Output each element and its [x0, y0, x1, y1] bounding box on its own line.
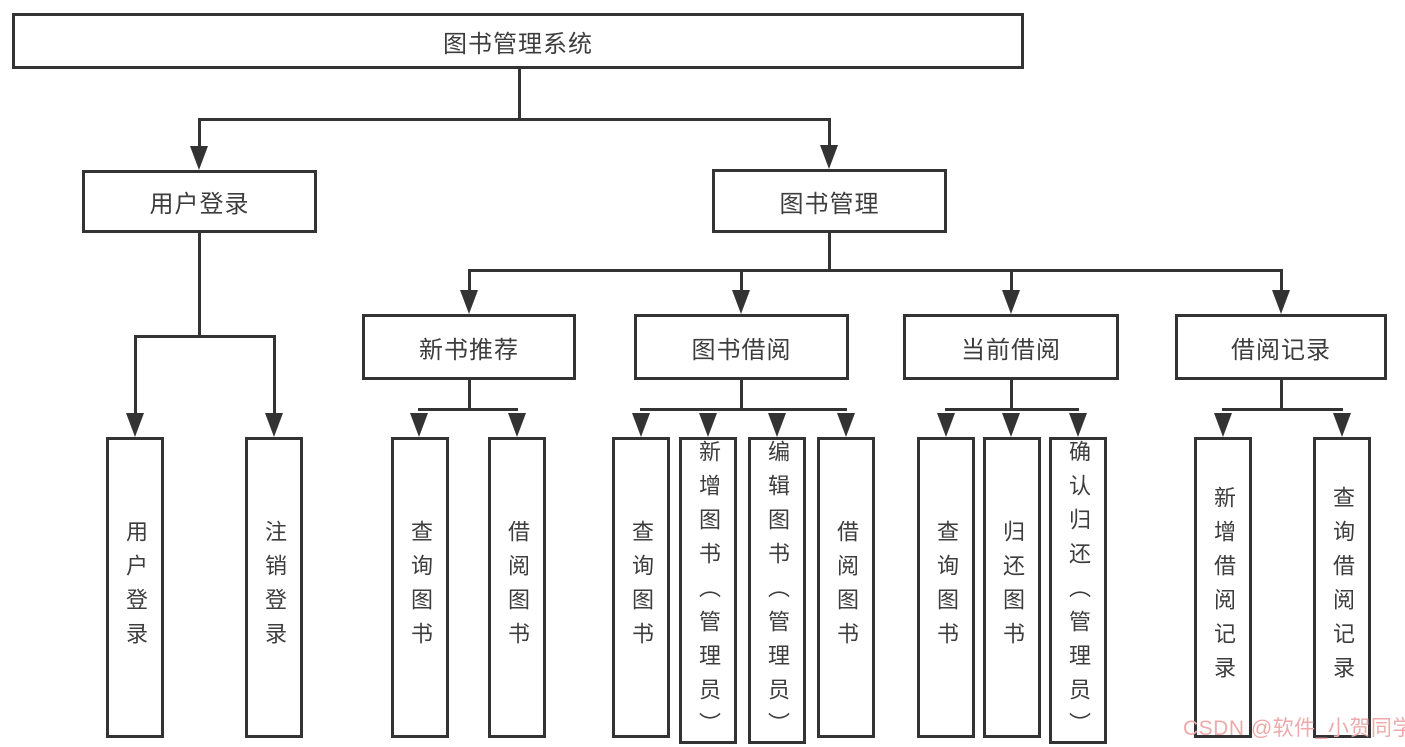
arrow-down-icon: [1214, 413, 1232, 437]
arrow-down-icon: [1069, 413, 1087, 437]
leaf-label: 查询图书: [629, 519, 654, 656]
connector-line: [1280, 269, 1283, 290]
leaf-confirm-return-admin: 确认归还（管理员）: [1049, 437, 1107, 746]
connector-line: [1010, 380, 1013, 411]
leaf-add-borrow-record: 新增借阅记录: [1194, 437, 1252, 738]
arrow-down-icon: [410, 413, 428, 437]
node-borrow-records: 借阅记录: [1175, 314, 1387, 380]
leaf-user-login: 用户登录: [106, 437, 164, 738]
node-user-login: 用户登录: [82, 170, 317, 233]
connector-line: [1010, 269, 1013, 290]
leaf-borrow-books: 借阅图书: [817, 437, 875, 738]
leaf-label: 查询图书: [934, 519, 959, 656]
arrow-down-icon: [699, 413, 717, 437]
arrow-down-icon: [508, 413, 526, 437]
connector-line: [418, 408, 518, 411]
node-label: 图书管理系统: [443, 30, 593, 58]
connector-line: [198, 233, 201, 337]
connector-line: [134, 335, 137, 413]
arrow-down-icon: [1272, 290, 1290, 314]
connector-line: [945, 408, 1079, 411]
connector-line: [273, 335, 276, 413]
arrow-down-icon: [265, 413, 283, 437]
arrow-down-icon: [837, 413, 855, 437]
node-label: 图书借阅: [691, 336, 792, 364]
leaf-label: 借阅图书: [505, 519, 530, 656]
connector-line: [828, 233, 831, 271]
node-new-book-recommend: 新书推荐: [362, 314, 576, 380]
leaf-edit-books-admin: 编辑图书（管理员）: [748, 437, 806, 746]
connector-line: [740, 380, 743, 411]
leaf-query-books: 查询图书: [917, 437, 975, 738]
arrow-down-icon: [1002, 290, 1020, 314]
leaf-label: 编辑图书（管理员）: [765, 440, 790, 746]
leaf-borrow-books: 借阅图书: [488, 437, 546, 738]
leaf-add-books-admin: 新增图书（管理员）: [679, 437, 737, 746]
node-label: 当前借阅: [961, 336, 1061, 364]
leaf-label: 注销登录: [262, 519, 287, 656]
connector-line: [740, 269, 743, 290]
connector-line: [468, 380, 471, 411]
arrow-down-icon: [1002, 413, 1020, 437]
leaf-query-books: 查询图书: [612, 437, 670, 738]
connector-line: [640, 408, 847, 411]
arrow-down-icon: [126, 413, 144, 437]
leaf-label: 确认归还（管理员）: [1066, 440, 1091, 746]
leaf-label: 用户登录: [123, 519, 148, 656]
node-library-management-system: 图书管理系统: [12, 13, 1024, 69]
arrow-down-icon: [632, 413, 650, 437]
leaf-label: 新增图书（管理员）: [696, 440, 721, 746]
arrow-down-icon: [1333, 413, 1351, 437]
arrow-down-icon: [768, 413, 786, 437]
arrow-down-icon: [937, 413, 955, 437]
node-label: 借阅记录: [1231, 336, 1331, 364]
node-current-borrow: 当前借阅: [903, 314, 1119, 380]
node-label: 新书推荐: [419, 336, 519, 364]
leaf-label: 新增借阅记录: [1211, 485, 1236, 690]
leaf-query-borrow-record: 查询借阅记录: [1313, 437, 1371, 738]
watermark-text: CSDN @软件_小贺同学: [1183, 717, 1405, 740]
node-label: 图书管理: [779, 190, 880, 218]
arrow-down-icon: [190, 146, 208, 170]
connector-line: [828, 118, 831, 145]
connector-line: [198, 118, 831, 121]
connector-line: [1280, 380, 1283, 411]
leaf-label: 查询图书: [408, 519, 433, 656]
leaf-label: 归还图书: [1000, 519, 1025, 656]
arrow-down-icon: [460, 290, 478, 314]
leaf-label: 借阅图书: [834, 519, 859, 656]
node-label: 用户登录: [149, 191, 250, 218]
leaf-logout: 注销登录: [245, 437, 303, 738]
leaf-query-books: 查询图书: [391, 437, 449, 738]
connector-line: [198, 118, 201, 146]
node-book-borrow: 图书借阅: [634, 314, 849, 380]
node-book-management: 图书管理: [712, 169, 947, 233]
arrow-down-icon: [732, 290, 750, 314]
connector-line: [134, 335, 275, 338]
leaf-label: 查询借阅记录: [1330, 485, 1355, 690]
connector-line: [468, 269, 1282, 272]
leaf-return-books: 归还图书: [983, 437, 1041, 738]
connector-line: [468, 269, 471, 290]
connector-line: [518, 68, 521, 119]
connector-line: [1222, 408, 1343, 411]
arrow-down-icon: [820, 145, 838, 169]
